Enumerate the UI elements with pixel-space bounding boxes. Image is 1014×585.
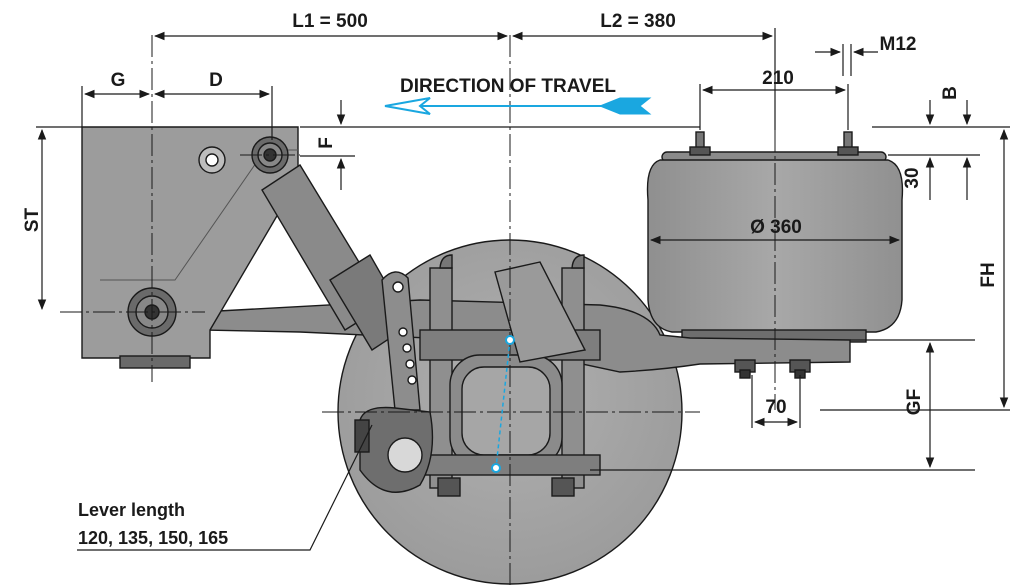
lever-length-title: Lever length [78, 500, 185, 520]
label-direction: DIRECTION OF TRAVEL [400, 76, 616, 97]
pivot-trace [491, 335, 515, 473]
lever-length-values: 120, 135, 150, 165 [78, 528, 228, 548]
label-70: 70 [765, 397, 786, 418]
dimension-lines [36, 28, 1010, 551]
label-gf: GF [904, 389, 925, 415]
hanger-bracket [81, 126, 299, 369]
label-210: 210 [762, 68, 794, 89]
center-lines [60, 35, 776, 585]
label-d: D [209, 70, 223, 91]
label-diameter: Ø 360 [750, 217, 802, 238]
slack-adjuster [354, 271, 434, 493]
label-f: F [316, 137, 337, 149]
label-l2: L2 = 380 [600, 11, 676, 32]
label-m12: M12 [880, 34, 917, 55]
label-30: 30 [902, 167, 923, 188]
axle-assembly [419, 254, 601, 497]
label-b: B [940, 86, 961, 100]
label-g: G [111, 70, 126, 91]
label-fh: FH [978, 262, 999, 287]
label-st: ST [22, 207, 43, 232]
label-l1: L1 = 500 [292, 11, 368, 32]
direction-arrow [384, 97, 652, 115]
